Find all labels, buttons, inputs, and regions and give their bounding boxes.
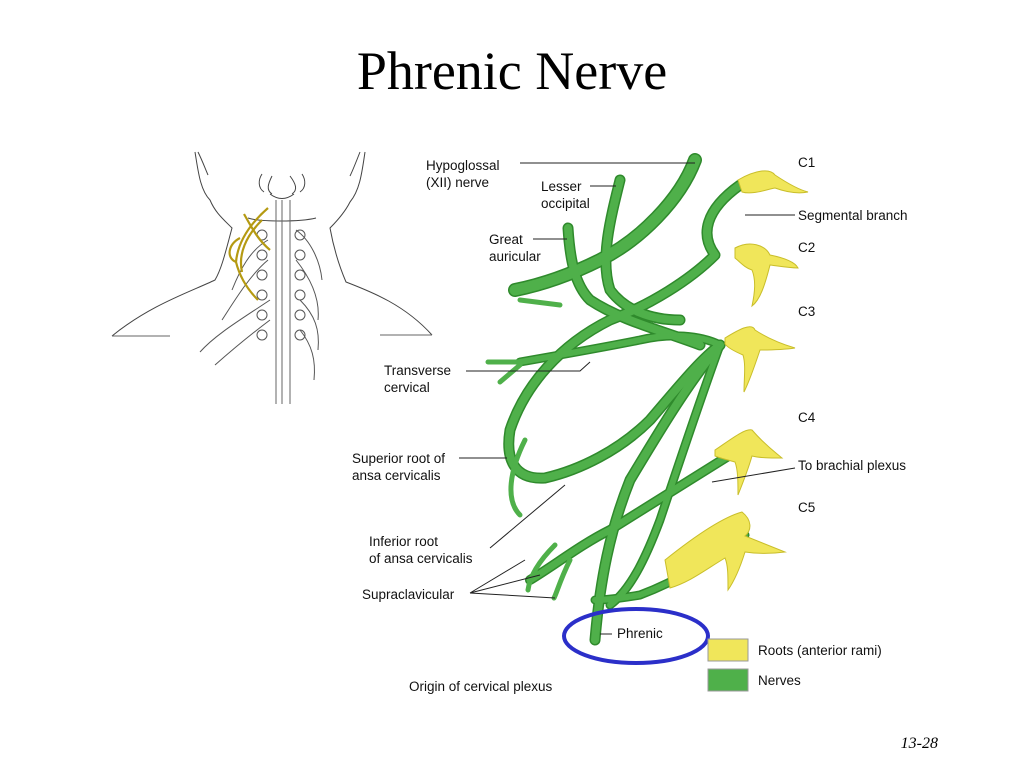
callout-lines bbox=[459, 162, 796, 635]
label-superior-root-line1: Superior root of bbox=[352, 451, 445, 466]
nerve-sketch bbox=[199, 229, 323, 381]
body-outline-sketch bbox=[111, 151, 433, 404]
label-lesser-occipital-line1: Lesser bbox=[541, 179, 582, 194]
label-hypoglossal-line1: Hypoglossal bbox=[426, 158, 500, 173]
legend-swatch-roots bbox=[707, 638, 749, 662]
label-great-auricular-line1: Great bbox=[489, 232, 523, 247]
phrenic-highlight-ellipse bbox=[562, 607, 710, 665]
label-lesser-occipital-line2: occipital bbox=[541, 196, 590, 211]
label-inferior-root-line2: of ansa cervicalis bbox=[369, 551, 473, 566]
roots-yellow bbox=[664, 170, 809, 592]
legend-label-nerves: Nerves bbox=[758, 673, 801, 688]
label-superior-root-line2: ansa cervicalis bbox=[352, 468, 441, 483]
legend-swatch-nerves bbox=[707, 668, 749, 692]
diagram-labels: Hypoglossal (XII) nerve Lesser occipital… bbox=[352, 155, 908, 694]
label-segmental-branch: Segmental branch bbox=[798, 208, 908, 223]
label-c4: C4 bbox=[798, 410, 816, 425]
label-origin-cervical-plexus: Origin of cervical plexus bbox=[409, 679, 553, 694]
label-to-brachial-plexus: To brachial plexus bbox=[798, 458, 906, 473]
slide-title: Phrenic Nerve bbox=[356, 41, 668, 101]
slide-number: 13-28 bbox=[900, 735, 938, 752]
label-great-auricular-line2: auricular bbox=[489, 249, 541, 264]
nerve-diagram bbox=[459, 153, 809, 665]
sketch-plexus-highlight bbox=[228, 207, 271, 301]
label-c2: C2 bbox=[798, 240, 815, 255]
label-transverse-cervical-line2: cervical bbox=[384, 380, 430, 395]
legend-label-roots: Roots (anterior rami) bbox=[758, 643, 882, 658]
label-c1: C1 bbox=[798, 155, 815, 170]
label-inferior-root-line1: Inferior root bbox=[369, 534, 438, 549]
legend: Roots (anterior rami) Nerves bbox=[707, 638, 882, 692]
label-transverse-cervical-line1: Transverse bbox=[384, 363, 451, 378]
label-phrenic: Phrenic bbox=[617, 626, 663, 641]
label-c3: C3 bbox=[798, 304, 815, 319]
label-supraclavicular: Supraclavicular bbox=[362, 587, 455, 602]
label-hypoglossal-line2: (XII) nerve bbox=[426, 175, 489, 190]
label-c5: C5 bbox=[798, 500, 815, 515]
